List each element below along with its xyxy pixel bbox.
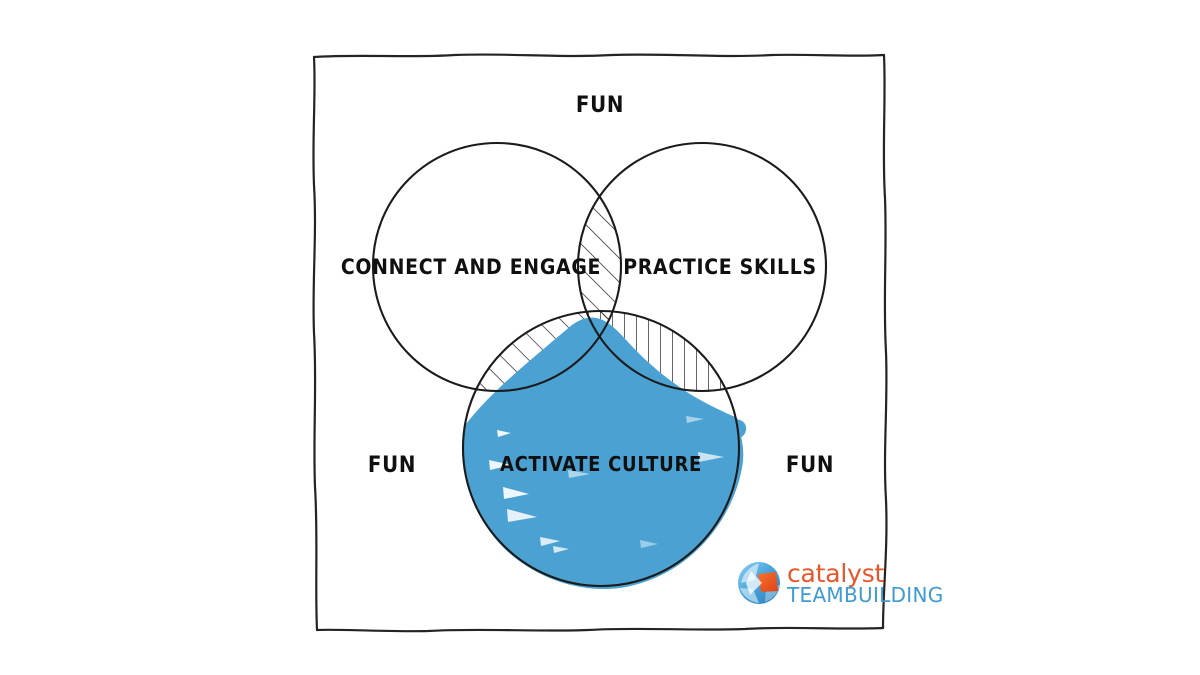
label-practice-skills: PRACTICE SKILLS [623, 255, 817, 279]
label-fun-right: FUN [786, 453, 834, 478]
venn-circle-outlines [371, 141, 828, 588]
circle-practice-skills [576, 141, 828, 393]
circle-connect-and-engage [371, 141, 623, 393]
label-connect-and-engage: CONNECT AND ENGAGE [341, 255, 601, 279]
catalyst-teambuilding-logo[interactable]: catalyst TEAMBUILDING [738, 559, 944, 607]
logo-text-teambuilding: TEAMBUILDING [786, 583, 944, 607]
catalyst-shutter-icon [738, 562, 780, 604]
label-fun-top: FUN [576, 93, 624, 118]
sketch-frame [312, 53, 888, 633]
circle-activate-culture [461, 309, 741, 588]
logo-text-catalyst: catalyst [787, 559, 885, 588]
label-activate-culture: ACTIVATE CULTURE [500, 452, 702, 476]
label-fun-left: FUN [368, 453, 416, 478]
hatch-connect-practice [578, 143, 621, 330]
